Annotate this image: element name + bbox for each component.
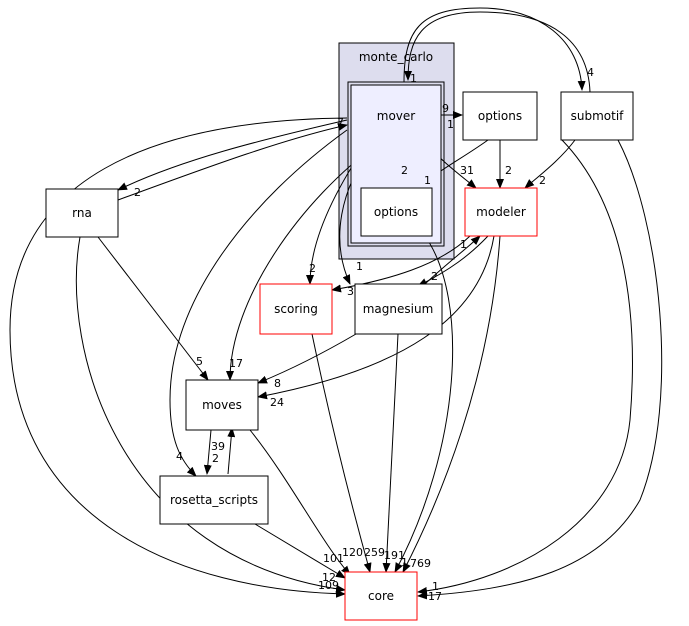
node-label: options <box>478 109 522 123</box>
edge-moves-rosetta <box>203 429 212 475</box>
edge-label: 1 <box>432 580 439 593</box>
edge-rna-mover <box>117 123 348 201</box>
node-options-inner[interactable]: options <box>360 187 433 237</box>
edge-label: 4 <box>176 450 183 463</box>
edge-label: 24 <box>270 396 284 409</box>
node-options[interactable]: options <box>462 91 538 141</box>
edge-label: 2 <box>134 186 141 199</box>
edge-label: 4 <box>587 66 594 79</box>
node-rosetta-scripts[interactable]: rosetta_scripts <box>159 475 269 525</box>
edge-label: 2 <box>505 164 512 177</box>
node-scoring[interactable]: scoring <box>259 283 333 335</box>
edge-label: 2 <box>539 174 546 187</box>
edge-submotif-mover <box>404 11 591 93</box>
edge-label: 2 <box>401 164 408 177</box>
edge-label: 7 <box>337 116 344 129</box>
node-modeler[interactable]: modeler <box>464 187 538 237</box>
cluster-title: monte_carlo <box>359 50 433 64</box>
edge-options-in-core <box>394 235 454 573</box>
edge-moves-core <box>249 429 351 576</box>
edge-submotif-modeler <box>524 139 576 189</box>
edge-label: 1 <box>410 72 417 85</box>
edge-label: 39 <box>211 440 225 453</box>
edge-label: 17 <box>428 590 442 603</box>
node-submotif[interactable]: submotif <box>560 91 634 141</box>
edge-label: 259 <box>364 546 385 559</box>
node-magnesium[interactable]: magnesium <box>354 283 443 335</box>
edge-rna-core <box>75 236 346 593</box>
edge-submotif-core <box>417 139 663 600</box>
node-label: scoring <box>274 302 318 316</box>
edge-label: 31 <box>460 164 474 177</box>
node-label: submotif <box>571 109 625 123</box>
edge-label: 2 <box>309 262 316 275</box>
edge-label: 191 <box>384 549 405 562</box>
node-label: options <box>374 205 418 219</box>
edge-label: 5 <box>196 355 203 368</box>
edge-rosetta-core <box>254 523 346 579</box>
edge-label: 12 <box>322 571 336 584</box>
edges <box>9 7 663 600</box>
edge-modeler-scoring <box>331 235 471 293</box>
node-label: core <box>368 589 394 603</box>
edge-magnesium-moves <box>257 333 357 384</box>
edge-label: 1 <box>447 118 454 131</box>
edge-label: 1 <box>356 260 363 273</box>
edge-options-core <box>417 139 633 595</box>
edge-mover-moves <box>226 141 381 381</box>
edge-mover-submotif <box>403 7 586 91</box>
edge-label: 9 <box>442 102 449 115</box>
node-label: modeler <box>476 205 526 219</box>
edge-modeler-core <box>402 235 501 573</box>
edge-rna-moves <box>97 236 209 381</box>
edge-label: 2 <box>431 270 438 283</box>
edge-mover-rna <box>117 119 348 191</box>
edge-label: 8 <box>274 377 281 390</box>
edge-modeler-moves <box>257 235 495 400</box>
node-moves[interactable]: moves <box>185 379 259 431</box>
edge-magnesium-core <box>382 333 399 573</box>
node-label: rosetta_scripts <box>170 493 258 507</box>
edge-label: 17 <box>229 357 243 370</box>
edge-label: 769 <box>410 557 431 570</box>
edge-mover-core <box>9 117 348 598</box>
node-label: moves <box>202 398 242 412</box>
edge-label: 120 <box>342 546 363 559</box>
edge-mover-rosetta <box>169 129 348 477</box>
edge-label: 2 <box>212 452 219 465</box>
edge-modeler-magnesium <box>417 235 489 287</box>
edge-labels: 4 1 9 1 2 7 2 31 2 2 1 2 1 2 1 3 17 5 8 … <box>134 66 594 603</box>
edge-label: 1 <box>424 174 431 187</box>
edge-label: 1 <box>460 238 467 251</box>
node-label: rna <box>72 206 92 220</box>
edge-label: 101 <box>323 552 344 565</box>
edge-label: 109 <box>318 579 339 592</box>
edge-scoring-core <box>311 333 372 573</box>
node-rna[interactable]: rna <box>45 188 119 238</box>
edge-rosetta-moves <box>227 427 236 475</box>
node-core[interactable]: core <box>344 571 418 621</box>
edge-label: 1 <box>401 556 408 569</box>
edge-label: 3 <box>347 285 354 298</box>
node-label: magnesium <box>363 302 434 316</box>
node-label: mover <box>377 109 416 123</box>
